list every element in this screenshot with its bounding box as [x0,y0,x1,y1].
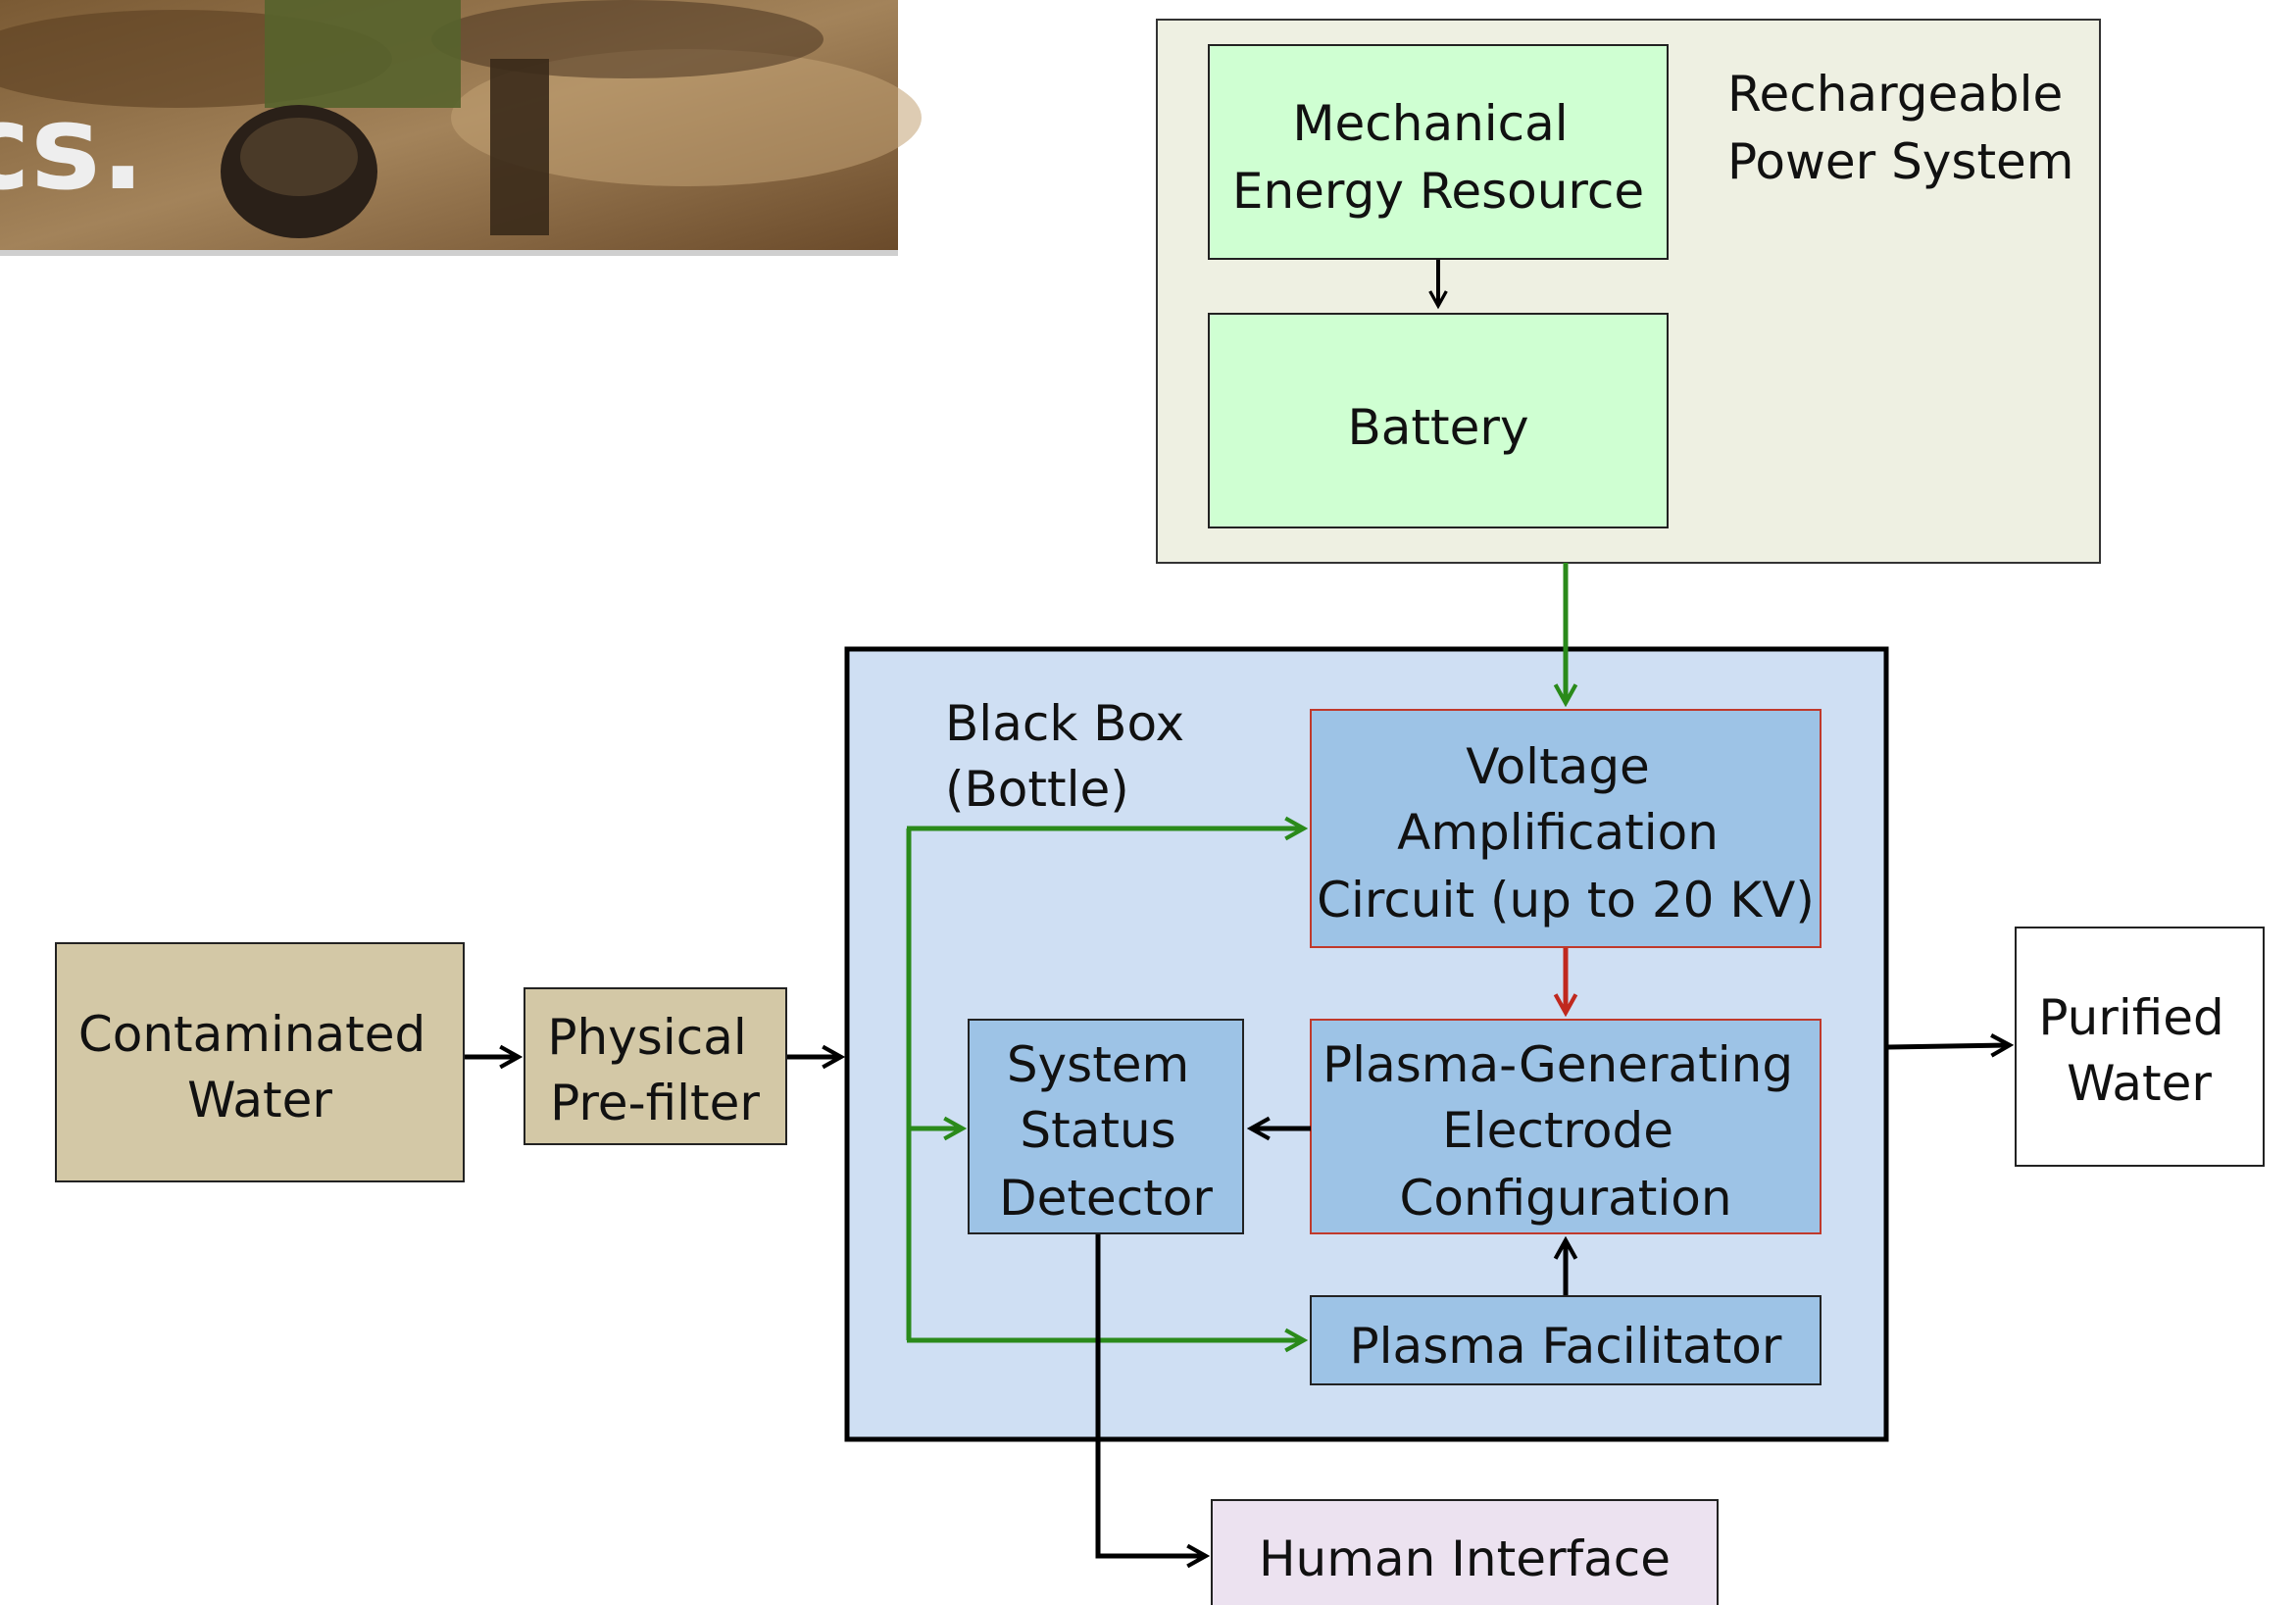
human-interface-box: Human Interface [1211,1499,1719,1605]
arrow-status-to-human-interface [1095,1234,1206,1556]
svg-text:Contaminated Water: Contaminated Water [78,1006,441,1129]
power-system-group: Rechargeable Power System Mechanical Ene… [1156,19,2101,564]
purified-water-box: Purified Water [2015,927,2265,1167]
svg-text:System Status: System Status Detector [999,1036,1213,1227]
black-box-group: Black Box (Bottle) Voltage Amplification… [844,646,1889,1442]
svg-text:Physical Pre-filter: Physical Pre-filter [547,1009,762,1131]
plasma-electrode-box: Plasma-Generating Electrode Configuratio… [1310,1019,1822,1234]
voltage-amplification-box: Voltage Amplification Circuit (up to 20 … [1310,709,1822,948]
svg-text:Voltage Amplification: Voltage Amplification Circuit (up to 20 … [1317,738,1815,928]
svg-text:Human Interface: Human Interface [1259,1530,1671,1587]
plasma-facilitator-box: Plasma Facilitator [1310,1295,1822,1385]
contaminated-water-box: Contaminated Water [55,942,465,1182]
power-system-title: Rechargeable Power System [1727,66,2078,190]
svg-text:Battery: Battery [1347,399,1528,456]
black-box-title: Black Box (Bottle) [945,695,1200,818]
arrow-blackbox-to-purified [1887,1045,2010,1047]
svg-text:Purified Water: Purified Water [2038,989,2239,1112]
svg-text:Plasma Facilitator: Plasma Facilitator [1350,1318,1782,1375]
physical-prefilter-box: Physical Pre-filter [524,987,787,1145]
svg-text:Plasma-Generating Elec: Plasma-Generating Electrode Configuratio… [1323,1036,1809,1227]
battery-box: Battery [1208,313,1669,528]
photo-caption-fragment: cs. [0,80,145,217]
photo-fragment: cs. [0,0,922,256]
mechanical-energy-box: Mechanical Energy Resource [1208,44,1669,260]
system-status-detector-box: System Status Detector [968,1019,1244,1234]
svg-text:Mechanical Energy Reso: Mechanical Energy Resource [1232,95,1644,220]
